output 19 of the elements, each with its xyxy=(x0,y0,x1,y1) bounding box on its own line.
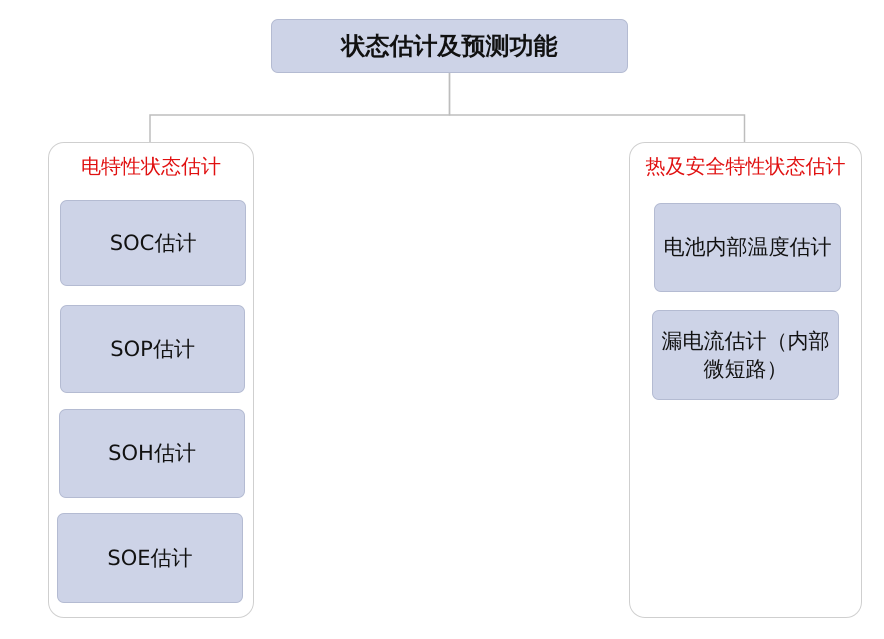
process-box xyxy=(59,409,245,498)
process-box xyxy=(60,305,245,393)
box-label: SOE估计 xyxy=(106,544,194,572)
group-panel xyxy=(48,142,254,618)
box-label: SOH估计 xyxy=(107,440,197,468)
process-box xyxy=(57,513,243,603)
box-label: 漏电流估计（内部微短路） xyxy=(660,328,830,383)
process-box xyxy=(60,200,246,286)
group-panel xyxy=(629,142,862,618)
connector-line xyxy=(448,73,746,142)
process-box xyxy=(654,203,841,292)
box-label: SOP估计 xyxy=(109,336,196,363)
group-heading: 电特性状态估计 xyxy=(80,153,222,180)
box-label: 电池内部温度估计 xyxy=(662,234,832,262)
box-label: SOC估计 xyxy=(108,230,198,257)
title-text: 状态估计及预测功能 xyxy=(339,30,558,62)
title-box xyxy=(271,19,628,73)
process-box xyxy=(652,310,839,400)
group-heading: 热及安全特性状态估计 xyxy=(644,153,846,180)
